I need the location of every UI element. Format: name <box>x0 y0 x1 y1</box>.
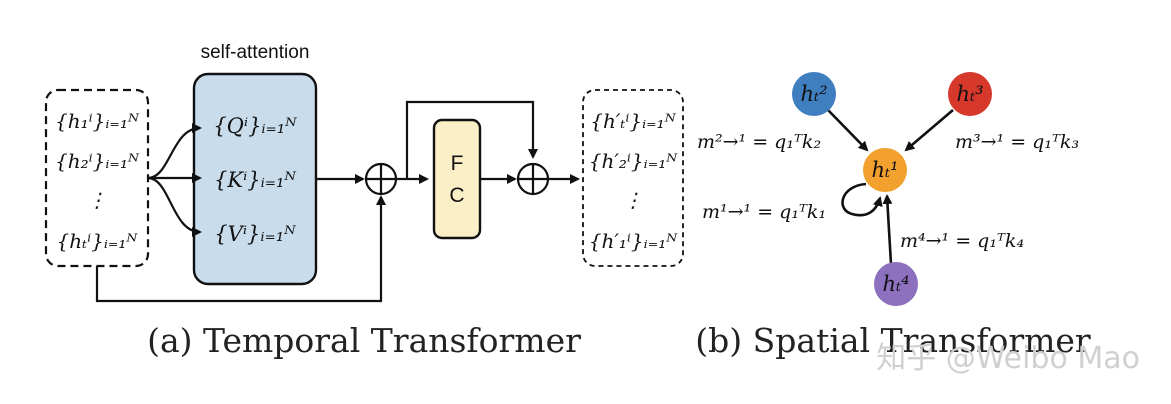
message-3-to-1: m³→¹ = q₁ᵀk₃ <box>955 131 1079 153</box>
fc-block <box>432 118 482 240</box>
residual-line-2 <box>405 100 538 179</box>
residual-line-1 <box>95 195 386 303</box>
arrow-to-query <box>147 123 202 180</box>
spatial-transformer: hₜ² hₜ³ hₜ¹ hₜ⁴ m²→¹ = q₁ᵀk₂ m³→¹ = q₁ᵀk… <box>695 72 1091 360</box>
output-row-dots: ⋮ <box>623 188 643 212</box>
input-row-1: {h₁ⁱ}ᵢ₌₁ᴺ <box>55 109 140 133</box>
node-h3-label: hₜ³ <box>956 82 983 106</box>
fc-label-f: F <box>451 152 464 175</box>
edge-2-to-1 <box>827 109 869 152</box>
edge-4-to-1 <box>882 194 893 265</box>
node-h4: hₜ⁴ <box>874 262 918 306</box>
sum-node-2 <box>516 162 550 196</box>
node-h2-label: hₜ² <box>800 82 827 106</box>
output-row-2: {h′₂ⁱ}ᵢ₌₁ᴺ <box>589 149 679 173</box>
message-2-to-1: m²→¹ = q₁ᵀk₂ <box>697 131 821 153</box>
temporal-caption: (a) Temporal Transformer <box>147 321 581 360</box>
output-box <box>582 89 684 267</box>
output-row-1: {h′ₜⁱ}ᵢ₌₁ᴺ <box>590 109 676 133</box>
output-row-last: {h′₁ⁱ}ᵢ₌₁ᴺ <box>589 229 679 253</box>
input-row-2: {h₂ⁱ}ᵢ₌₁ᴺ <box>55 149 140 173</box>
node-h1-label: hₜ¹ <box>871 158 898 182</box>
watermark: 知乎 @Weibo Mao <box>876 341 1140 376</box>
node-h2: hₜ² <box>792 72 836 116</box>
spatial-caption: (b) Spatial Transformer <box>695 321 1091 360</box>
message-1-to-1: m¹→¹ = q₁ᵀk₁ <box>702 201 826 223</box>
self-attention-title: self-attention <box>201 42 310 63</box>
node-h1: hₜ¹ <box>863 148 907 192</box>
value-label: {Vⁱ}ᵢ₌₁ᴺ <box>214 222 296 246</box>
self-loop-edge <box>841 182 883 217</box>
input-row-t: {hₜⁱ}ᵢ₌₁ᴺ <box>57 229 139 253</box>
input-row-dots: ⋮ <box>87 188 107 212</box>
node-h4-label: hₜ⁴ <box>882 272 909 296</box>
key-label: {Kⁱ}ᵢ₌₁ᴺ <box>214 168 296 192</box>
message-4-to-1: m⁴→¹ = q₁ᵀk₄ <box>900 230 1024 252</box>
node-h3: hₜ³ <box>948 72 992 116</box>
fc-label-c: C <box>449 184 464 207</box>
sum-node-1 <box>364 162 398 196</box>
temporal-transformer: {h₁ⁱ}ᵢ₌₁ᴺ {h₂ⁱ}ᵢ₌₁ᴺ ⋮ {hₜⁱ}ᵢ₌₁ᴺ self-att… <box>44 42 684 360</box>
query-label: {Qⁱ}ᵢ₌₁ᴺ <box>213 114 297 138</box>
edge-3-to-1 <box>904 109 954 152</box>
arrow-to-value <box>147 176 202 237</box>
